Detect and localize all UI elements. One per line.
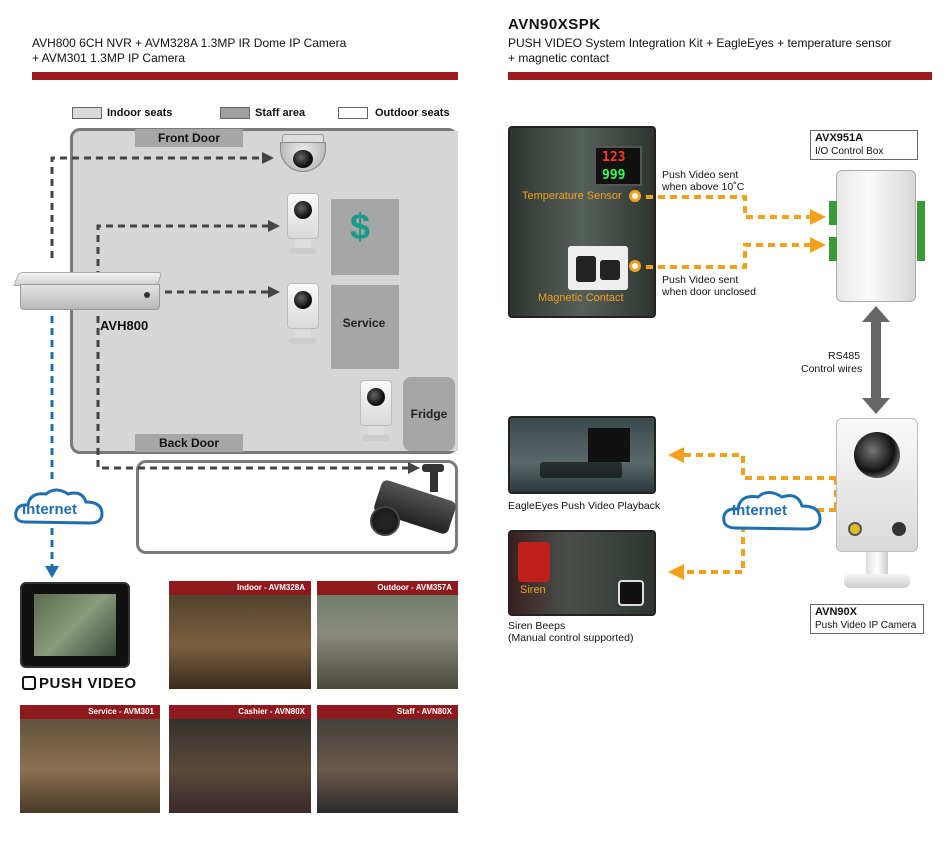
- thumbnail-outdoor-caption: Outdoor - AVM357A: [317, 581, 458, 595]
- legend-staff-label: Staff area: [255, 107, 306, 119]
- push-door-line1: Push Video sent: [662, 274, 739, 286]
- nvr-label: AVH800: [100, 318, 149, 333]
- magnetic-contact-label: Magnetic Contact: [538, 292, 624, 304]
- control-wires-label: Control wires: [801, 363, 863, 375]
- front-door-label: Front Door: [135, 129, 243, 147]
- legend-indoor-swatch: [72, 107, 102, 119]
- temp-display-top: 123: [602, 150, 626, 165]
- push-temp-line1: Push Video sent: [662, 169, 739, 181]
- io-box-model: AVX951A: [815, 132, 864, 144]
- thumbnail-service: Service - AVM301: [20, 705, 160, 813]
- service-label: Service: [342, 316, 386, 330]
- siren-caption-line1: Siren Beeps: [508, 620, 566, 632]
- cashier-area: [331, 199, 399, 275]
- nvr-device-icon: [13, 272, 163, 312]
- siren-trigger-button-icon: [618, 580, 644, 606]
- line-cashier-camera: [96, 224, 268, 278]
- legend-staff-swatch: [220, 107, 250, 119]
- right-header-line1: PUSH VIDEO System Integration Kit + Eagl…: [508, 36, 892, 50]
- push-video-logo: PUSH VIDEO: [22, 675, 137, 692]
- service-area: [331, 285, 399, 369]
- dome-camera-icon: [278, 134, 328, 174]
- playback-display: [588, 428, 630, 462]
- back-door-label: Back Door: [135, 434, 243, 452]
- thumbnail-staff: Staff - AVN80X: [317, 705, 458, 813]
- fridge-label: Fridge: [410, 407, 448, 421]
- temperature-sensor-label: Temperature Sensor: [522, 190, 622, 202]
- magnetic-contact-connector: [629, 260, 641, 272]
- right-header-bar: [508, 72, 932, 80]
- thumbnail-service-caption: Service - AVM301: [20, 705, 160, 719]
- left-header-line2: + AVM301 1.3MP IP Camera: [32, 51, 186, 65]
- io-box-desc: I/O Control Box: [815, 146, 884, 157]
- right-connection-lines: [646, 195, 890, 580]
- thumbnail-cashier-caption: Cashier - AVN80X: [169, 705, 311, 719]
- temp-display-bottom: 999: [602, 168, 626, 183]
- left-internet-label: Internet: [22, 501, 78, 518]
- siren-photo: Siren: [508, 530, 656, 616]
- right-internet-cloud-icon: [722, 491, 822, 531]
- right-header-line2: + magnetic contact: [508, 51, 610, 65]
- left-header-bar: [32, 72, 458, 80]
- push-video-icon: [22, 676, 36, 690]
- left-connection-lines: [45, 152, 420, 578]
- line-front-camera: [50, 156, 262, 258]
- io-control-box-icon: [829, 170, 925, 302]
- legend-outdoor-swatch: [338, 107, 368, 119]
- sensor-photo: 123 999 Temperature Sensor Magnetic Cont…: [508, 126, 656, 318]
- legend-outdoor-label: Outdoor seats: [375, 107, 450, 119]
- cashier-dollar-icon: $: [350, 206, 371, 247]
- avn90x-model: AVN90X: [815, 606, 857, 618]
- siren-icon: [518, 542, 550, 582]
- avn90x-label: AVN90X Push Video IP Camera: [810, 604, 924, 634]
- thumbnail-outdoor: Outdoor - AVM357A: [317, 581, 458, 689]
- cashier-cube-camera-icon: [287, 193, 319, 257]
- avn90x-camera-icon: [836, 418, 918, 596]
- left-header-line1: AVH800 6CH NVR + AVM328A 1.3MP IR Dome I…: [32, 36, 347, 50]
- bullet-camera-icon: [370, 462, 458, 548]
- right-header-title: AVN90XSPK: [508, 16, 601, 33]
- siren-caption-line2: (Manual control supported): [508, 632, 634, 644]
- left-internet-cloud-icon: [14, 488, 104, 525]
- thumbnail-cashier: Cashier - AVN80X: [169, 705, 311, 813]
- push-door-line2: when door unclosed: [662, 286, 756, 298]
- tablet-device-icon: [20, 582, 130, 668]
- playback-caption: EagleEyes Push Video Playback: [508, 500, 661, 512]
- push-video-text: PUSH VIDEO: [39, 675, 137, 692]
- io-box-label: AVX951A I/O Control Box: [810, 130, 918, 160]
- line-outdoor-camera: [96, 316, 408, 470]
- magnetic-contact-icon: [568, 246, 628, 290]
- siren-label: Siren: [520, 584, 546, 596]
- thumbnail-staff-caption: Staff - AVN80X: [317, 705, 458, 719]
- playback-controls: [540, 462, 622, 478]
- fridge-area: [403, 377, 455, 451]
- legend-indoor-label: Indoor seats: [107, 107, 173, 119]
- avn90x-desc: Push Video IP Camera: [815, 620, 917, 631]
- temp-sensor-connector: [629, 190, 641, 202]
- temperature-display: 123 999: [594, 146, 642, 186]
- thumbnail-indoor-caption: Indoor - AVM328A: [169, 581, 311, 595]
- push-temp-line2: when above 10˚C: [662, 181, 745, 193]
- right-internet-label: Internet: [732, 502, 788, 519]
- thumbnail-indoor: Indoor - AVM328A: [169, 581, 311, 689]
- rs485-label: RS485: [828, 350, 861, 362]
- service-cube-camera-icon: [287, 283, 319, 347]
- staff-cube-camera-icon: [360, 380, 392, 446]
- playback-photo: [508, 416, 656, 494]
